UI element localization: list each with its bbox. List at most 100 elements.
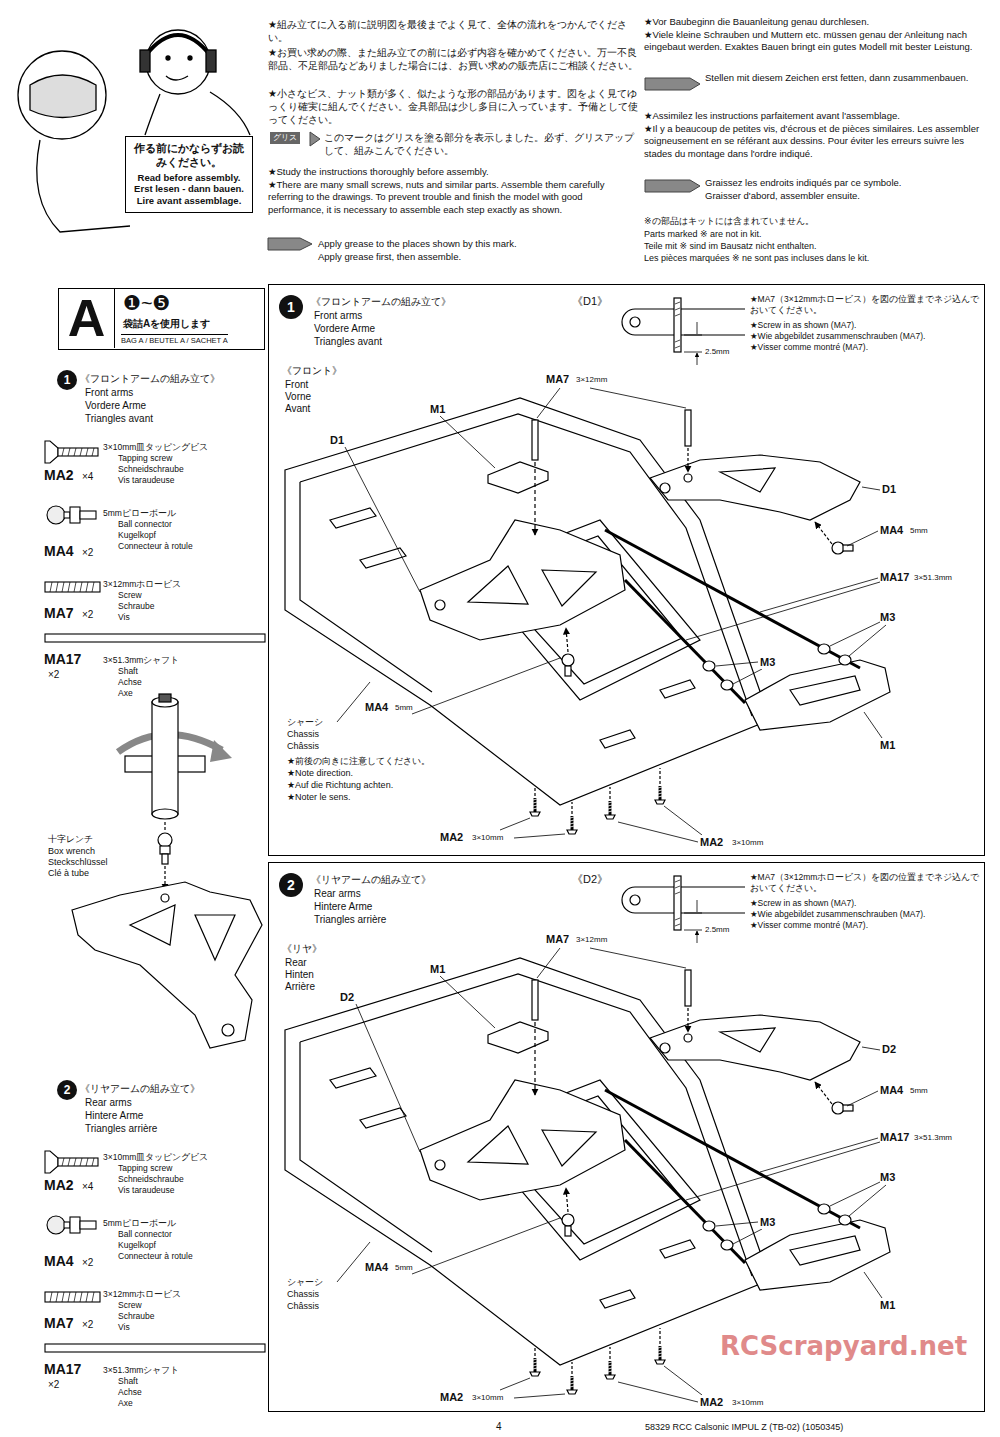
cartoon-figures xyxy=(166,76,188,80)
leader-line xyxy=(345,447,420,1152)
label-text: Vis xyxy=(118,1322,130,1333)
label-text: Ball connector xyxy=(118,519,172,530)
label-text: Apply grease to the places shown by this… xyxy=(318,238,640,250)
label-text: Tapping screw xyxy=(118,453,172,464)
part-code: MA2 xyxy=(44,1176,74,1194)
label-text: Schneidschraube xyxy=(118,464,184,475)
label-text: ×2 xyxy=(48,1378,59,1391)
part-code: MA2 xyxy=(700,1395,723,1409)
box-wrench xyxy=(160,846,170,854)
part-code: MA17 xyxy=(44,1360,81,1378)
part-code: MA7 xyxy=(44,1314,74,1332)
node-text: 作る前にかならずお読みください。 xyxy=(133,142,245,170)
part-code: M1 xyxy=(880,1298,895,1312)
detail-drawing xyxy=(684,335,702,352)
label-text: Vis taraudeuse xyxy=(118,1185,175,1196)
label-text: Clé à tube xyxy=(48,868,89,880)
box-wrench xyxy=(130,905,235,960)
label-text: 3×12mm xyxy=(576,935,607,945)
label-text: ★Il y a beaucoup de petites vis, d'écrou… xyxy=(644,123,994,160)
assembly-drawing xyxy=(530,798,540,816)
label-text: ★Visser comme montré (MA7). xyxy=(750,920,982,931)
label-text: Parts marked ※ are not in kit. xyxy=(644,229,994,241)
label-text: ★Wie abgebildet zusammenschrauben (MA7). xyxy=(750,331,982,342)
part-icon xyxy=(45,634,265,642)
label-text: Stellen mit diesem Zeichen erst fetten, … xyxy=(705,72,975,84)
label-text: ★Visser comme montré (MA7). xyxy=(750,342,982,353)
box-wrench xyxy=(72,882,262,1048)
node-text: 《リヤアームの組み立て》 xyxy=(311,874,431,887)
part-code: MA2 xyxy=(700,835,723,849)
label-text: 3×12mmホロービス xyxy=(103,579,181,590)
assembly-drawing xyxy=(720,468,775,492)
label-text: ×4 xyxy=(82,470,93,483)
leader-line xyxy=(345,447,420,592)
assembly-drawing xyxy=(832,542,844,554)
box-wrench xyxy=(152,702,178,814)
label-text: ★組み立てに入る前に説明図を最後までよく見て、全体の流れをつかんでください。 xyxy=(268,18,640,44)
label-text: ×4 xyxy=(82,1180,93,1193)
label-text: Ball connector xyxy=(118,1229,172,1240)
assembly-drawing xyxy=(300,482,432,692)
label-text: Schraube xyxy=(118,1311,154,1322)
label-text: ×2 xyxy=(82,608,93,621)
detail-drawing xyxy=(697,322,698,365)
part-code: M3 xyxy=(760,1215,775,1229)
step-number: 2 xyxy=(57,1080,77,1100)
part-code: MA2 xyxy=(44,466,74,484)
assembly-drawing xyxy=(468,566,596,606)
label-text: ★お買い求めの際、また組み立ての前には必ず内容を確かめてください。万一不良部品、… xyxy=(268,46,640,72)
assembly-drawing xyxy=(562,654,574,666)
part-icon xyxy=(45,441,58,463)
part-code: MA4 xyxy=(365,1260,388,1274)
label-text: 3×51.3mm xyxy=(914,573,952,583)
assembly-drawing xyxy=(535,768,660,814)
label-text: 5mm xyxy=(910,526,928,536)
label-text: 5mm xyxy=(395,703,413,713)
label-text: ★Noter le sens. xyxy=(287,792,351,804)
assembly-drawing xyxy=(285,398,770,805)
label-text: ★MA7（3×12mmホロービス）を図の位置までネジ込んでおいてください。 xyxy=(750,294,982,316)
part-code: MA7 xyxy=(546,932,569,946)
label-text: Vis xyxy=(118,612,130,623)
cartoon-figures xyxy=(30,75,96,118)
label-text: Kugelkopf xyxy=(118,1240,156,1251)
label-text: ★Screw in as shown (MA7). xyxy=(750,898,982,909)
label-text: Avant xyxy=(285,402,310,415)
label-text: 《D2》 xyxy=(572,872,608,886)
part-code: MA17 xyxy=(44,650,81,668)
label-text: 5mm xyxy=(395,1263,413,1273)
label-text: 《フロント》 xyxy=(282,364,342,377)
label-text: ★前後の向きに注意してください。 xyxy=(287,756,430,768)
node-text: Hintere Arme xyxy=(314,901,372,914)
detail-drawing xyxy=(635,309,745,335)
label-text: Graissez les endroits indiqués par ce sy… xyxy=(705,177,975,189)
label-text: 5mmピローボール xyxy=(103,508,176,519)
label-text: Châssis xyxy=(287,1301,319,1313)
assembly-drawing xyxy=(721,680,733,690)
part-icon xyxy=(64,512,70,518)
label-text: ×2 xyxy=(82,1318,93,1331)
assembly-drawing xyxy=(839,655,851,665)
part-code: M3 xyxy=(880,1170,895,1184)
label-text: シャーシ xyxy=(287,1277,323,1289)
assembly-drawing xyxy=(703,661,715,671)
assembly-drawing xyxy=(565,666,571,676)
step-panel: 1《フロントアームの組み立て》Front armsVordere ArmeTri… xyxy=(268,284,985,856)
part-code: D1 xyxy=(882,482,896,496)
grease-mark xyxy=(645,78,700,90)
part-code: MA4 xyxy=(880,523,903,537)
box-wrench xyxy=(222,1024,234,1036)
label-text: このマークはグリスを塗る部分を表示しました。必ず、グリスアップして、組みこんでく… xyxy=(324,131,640,157)
node-text: Triangles arrière xyxy=(314,914,386,927)
detail-drawing xyxy=(622,876,745,943)
label-text: 3×10mm xyxy=(472,833,503,843)
part-code: MA2 xyxy=(440,830,463,844)
label-text: Apply grease first, then assemble. xyxy=(318,251,640,263)
part-code: MA2 xyxy=(440,1390,463,1404)
cartoon-figures xyxy=(37,140,130,232)
label-text: 3×10mm皿タッピングビス xyxy=(103,1152,208,1163)
label-text: ×2 xyxy=(82,546,93,559)
grease-mark xyxy=(268,238,312,250)
label-text: ※の部品はキットには含まれていません。 xyxy=(644,216,994,228)
